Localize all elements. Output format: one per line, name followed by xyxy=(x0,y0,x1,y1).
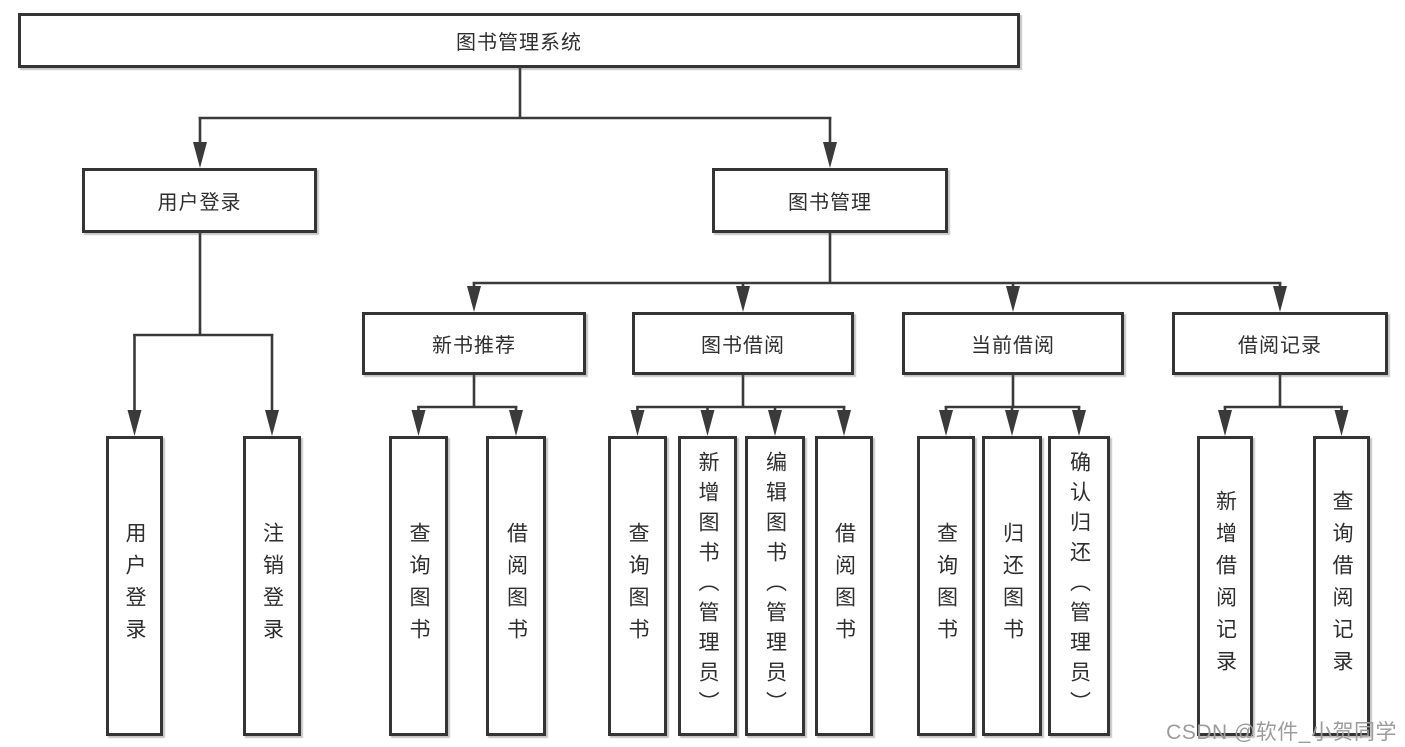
node-leaf-edit-books-admin: 编辑图书（管理员） xyxy=(745,436,805,736)
node-leaf-borrow-books-recommendation-label: 借阅图书 xyxy=(504,522,528,650)
node-leaf-query-borrow-record: 查询借阅记录 xyxy=(1313,436,1370,736)
node-book-borrowing-label: 图书借阅 xyxy=(701,335,785,357)
node-new-book-recommendation: 新书推荐 xyxy=(362,312,586,375)
node-leaf-query-borrow-record-label: 查询借阅记录 xyxy=(1330,490,1353,682)
node-new-book-recommendation-label: 新书推荐 xyxy=(432,335,516,357)
node-book-management: 图书管理 xyxy=(712,168,948,233)
node-book-borrowing: 图书借阅 xyxy=(632,312,854,375)
node-leaf-edit-books-admin-label: 编辑图书（管理员） xyxy=(763,451,787,721)
node-leaf-confirm-return-admin-label: 确认归还（管理员） xyxy=(1067,451,1091,721)
watermark-text: CSDN @软件_小贺同学 xyxy=(1166,721,1397,744)
node-borrowing-records: 借阅记录 xyxy=(1172,312,1388,375)
node-leaf-borrow-books-label: 借阅图书 xyxy=(832,522,856,650)
node-leaf-query-books-current-label: 查询图书 xyxy=(934,522,958,650)
node-book-management-system: 图书管理系统 xyxy=(18,13,1020,68)
node-leaf-confirm-return-admin: 确认归还（管理员） xyxy=(1048,436,1110,736)
node-current-borrowing: 当前借阅 xyxy=(902,312,1124,375)
node-leaf-query-books-borrowing-label: 查询图书 xyxy=(626,522,649,650)
node-leaf-add-books-admin: 新增图书（管理员） xyxy=(678,436,737,736)
node-leaf-logout-label: 注销登录 xyxy=(260,522,284,650)
node-current-borrowing-label: 当前借阅 xyxy=(971,335,1055,357)
node-leaf-query-books-recommendation-label: 查询图书 xyxy=(407,522,430,650)
node-book-management-label: 图书管理 xyxy=(788,192,872,214)
node-leaf-return-books: 归还图书 xyxy=(982,436,1042,736)
node-borrowing-records-label: 借阅记录 xyxy=(1238,335,1322,357)
node-leaf-user-login: 用户登录 xyxy=(106,436,163,736)
node-leaf-query-books-recommendation: 查询图书 xyxy=(389,436,448,736)
node-leaf-return-books-label: 归还图书 xyxy=(1000,522,1024,650)
node-leaf-add-borrow-record-label: 新增借阅记录 xyxy=(1213,490,1237,682)
node-leaf-query-books-borrowing: 查询图书 xyxy=(608,436,667,736)
watermark: CSDN @软件_小贺同学 xyxy=(1166,716,1397,746)
node-leaf-add-books-admin-label: 新增图书（管理员） xyxy=(696,451,719,721)
node-user-login-label: 用户登录 xyxy=(157,192,242,214)
node-leaf-logout: 注销登录 xyxy=(243,436,301,736)
node-leaf-borrow-books: 借阅图书 xyxy=(815,436,873,736)
node-leaf-query-books-current: 查询图书 xyxy=(917,436,975,736)
node-leaf-add-borrow-record: 新增借阅记录 xyxy=(1197,436,1253,736)
node-book-management-system-label: 图书管理系统 xyxy=(456,32,582,54)
node-leaf-borrow-books-recommendation: 借阅图书 xyxy=(486,436,546,736)
node-leaf-user-login-label: 用户登录 xyxy=(123,522,146,650)
node-user-login: 用户登录 xyxy=(82,168,317,233)
